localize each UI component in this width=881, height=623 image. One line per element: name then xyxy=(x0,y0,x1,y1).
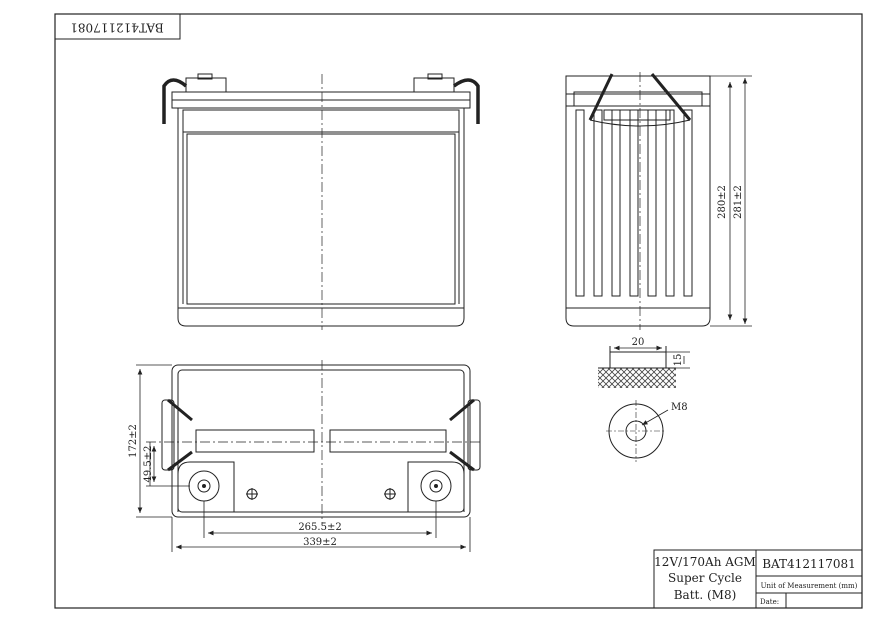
width-label: 172±2 xyxy=(128,424,139,458)
terminal-section-detail xyxy=(598,345,690,388)
thread-label: M8 xyxy=(671,402,688,413)
sheet-border xyxy=(54,13,863,609)
terminal-spacing-label: 265.5±2 xyxy=(298,522,341,533)
top-view xyxy=(146,360,481,525)
length-label: 339±2 xyxy=(303,537,337,548)
side-view xyxy=(565,72,711,330)
terminal-offset-label: 49.5±2 xyxy=(143,445,154,482)
side-ribs xyxy=(575,109,693,297)
terminal-depth-label: 15 xyxy=(673,354,684,367)
top-view-dimensions xyxy=(136,364,471,552)
title-unit-label: Unit of Measurement (mm) xyxy=(761,582,858,590)
title-description-2: Super Cycle xyxy=(668,571,742,585)
title-part-number: BAT412117081 xyxy=(762,557,856,571)
title-date-label: Date: xyxy=(760,598,779,606)
title-description-3: Batt. (M8) xyxy=(674,588,737,602)
terminal-top-detail xyxy=(606,400,669,462)
height-label-2: 281±2 xyxy=(733,185,744,219)
front-view xyxy=(162,73,480,330)
title-description-1: 12V/170Ah AGM xyxy=(654,555,756,569)
height-label-1: 280±2 xyxy=(717,185,728,219)
stamp-box: BAT412117081 xyxy=(54,13,181,40)
stamp-code: BAT412117081 xyxy=(70,21,164,35)
terminal-width-label: 20 xyxy=(632,337,645,348)
title-block xyxy=(653,549,863,609)
height-dimensions xyxy=(710,75,752,327)
